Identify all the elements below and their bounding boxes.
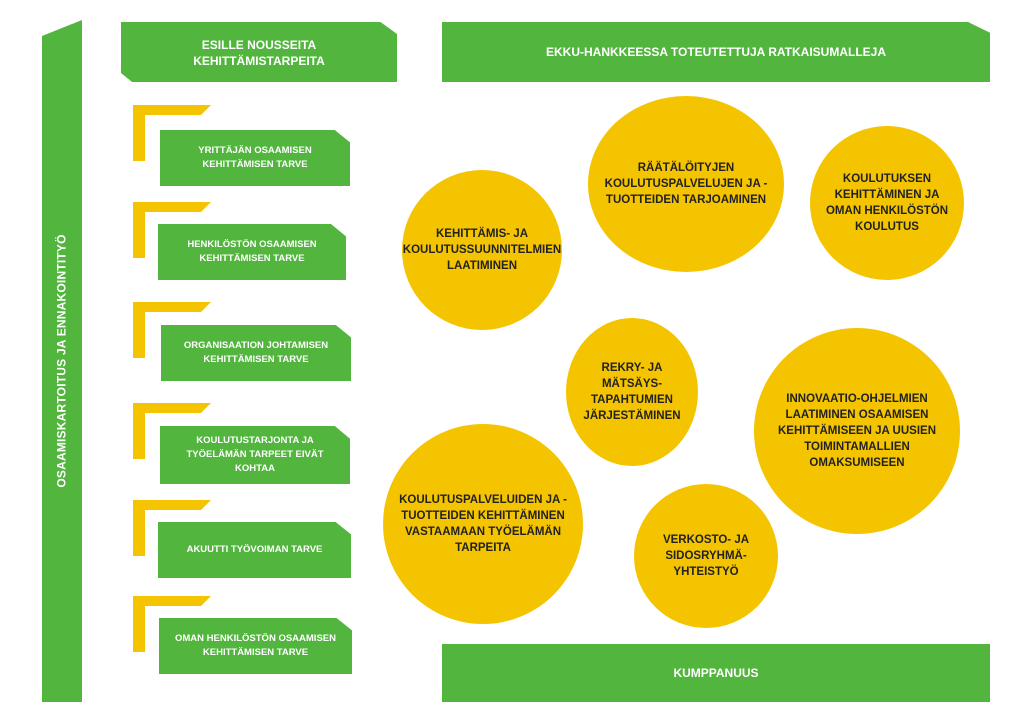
need-label-1: YRITTÄJÄN OSAAMISEN KEHITTÄMISEN TARVE <box>198 145 312 170</box>
need-box-5: AKUUTTI TYÖVOIMAN TARVE <box>158 522 351 578</box>
left-header: ESILLE NOUSSEITA KEHITTÄMISTARPEITA <box>121 22 397 82</box>
need-label-2: HENKILÖSTÖN OSAAMISEN KEHITTÄMISEN TARVE <box>187 239 317 264</box>
solution-circle-4: REKRY- JA MÄTSÄYS-TAPAHTUMIEN JÄRJESTÄMI… <box>566 318 698 466</box>
vertical-bar-label: OSAAMISKARTOITUS JA ENNAKOINTITYÖ <box>55 234 69 488</box>
solution-circle-2: RÄÄTÄLÖITYJEN KOULUTUSPALVELUJEN JA -TUO… <box>588 96 784 272</box>
right-header-label: EKKU-HANKKEESSA TOTEUTETTUJA RATKAISUMAL… <box>545 45 886 59</box>
bracket-arrow-3 <box>133 302 211 358</box>
right-header: EKKU-HANKKEESSA TOTEUTETTUJA RATKAISUMAL… <box>442 22 990 82</box>
need-box-6: OMAN HENKILÖSTÖN OSAAMISEN KEHITTÄMISEN … <box>159 618 352 674</box>
solution-label-7: VERKOSTO- JA SIDOSRYHMÄ-YHTEISTYÖ <box>662 534 750 578</box>
solution-label-5: INNOVAATIO-OHJELMIEN LAATIMINEN OSAAMISE… <box>777 393 937 469</box>
footer-label: KUMPPANUUS <box>673 666 759 680</box>
solution-circle-6: KOULUTUSPALVELUIDEN JA -TUOTTEIDEN KEHIT… <box>383 424 583 624</box>
solution-label-1: KEHITTÄMIS- JA KOULUTUSSUUNNITELMIEN LAA… <box>402 228 562 272</box>
need-box-4: KOULUTUSTARJONTA JA TYÖELÄMÄN TARPEET EI… <box>160 426 350 484</box>
need-label-4: KOULUTUSTARJONTA JA TYÖELÄMÄN TARPEET EI… <box>186 435 324 474</box>
solution-label-4: REKRY- JA MÄTSÄYS-TAPAHTUMIEN JÄRJESTÄMI… <box>583 362 681 422</box>
bracket-arrow-5 <box>133 500 211 556</box>
solution-circle-3: KOULUTUKSEN KEHITTÄMINEN JA OMAN HENKILÖ… <box>810 126 964 280</box>
need-box-3: ORGANISAATION JOHTAMISEN KEHITTÄMISEN TA… <box>161 325 351 381</box>
solution-circle-5: INNOVAATIO-OHJELMIEN LAATIMINEN OSAAMISE… <box>754 328 960 534</box>
solution-circle-7: VERKOSTO- JA SIDOSRYHMÄ-YHTEISTYÖ <box>634 484 778 628</box>
solution-label-2: RÄÄTÄLÖITYJEN KOULUTUSPALVELUJEN JA -TUO… <box>604 162 768 206</box>
need-label-3: ORGANISAATION JOHTAMISEN KEHITTÄMISEN TA… <box>183 340 329 365</box>
bracket-arrow-1 <box>133 105 211 161</box>
bracket-arrow-4 <box>133 403 211 459</box>
need-box-1: YRITTÄJÄN OSAAMISEN KEHITTÄMISEN TARVE <box>160 130 350 186</box>
footer-bar: KUMPPANUUS <box>442 644 990 702</box>
vertical-bar: OSAAMISKARTOITUS JA ENNAKOINTITYÖ <box>42 20 82 702</box>
need-label-5: AKUUTTI TYÖVOIMAN TARVE <box>186 544 323 555</box>
solution-circle-1: KEHITTÄMIS- JA KOULUTUSSUUNNITELMIEN LAA… <box>402 170 562 330</box>
solution-label-6: KOULUTUSPALVELUIDEN JA -TUOTTEIDEN KEHIT… <box>399 494 567 554</box>
left-header-label: ESILLE NOUSSEITA KEHITTÄMISTARPEITA <box>193 38 325 68</box>
need-label-6: OMAN HENKILÖSTÖN OSAAMISEN KEHITTÄMISEN … <box>175 633 336 658</box>
solution-label-3: KOULUTUKSEN KEHITTÄMINEN JA OMAN HENKILÖ… <box>825 173 949 233</box>
bracket-arrow-6 <box>133 596 211 652</box>
bracket-arrow-2 <box>133 202 211 258</box>
need-box-2: HENKILÖSTÖN OSAAMISEN KEHITTÄMISEN TARVE <box>158 224 346 280</box>
